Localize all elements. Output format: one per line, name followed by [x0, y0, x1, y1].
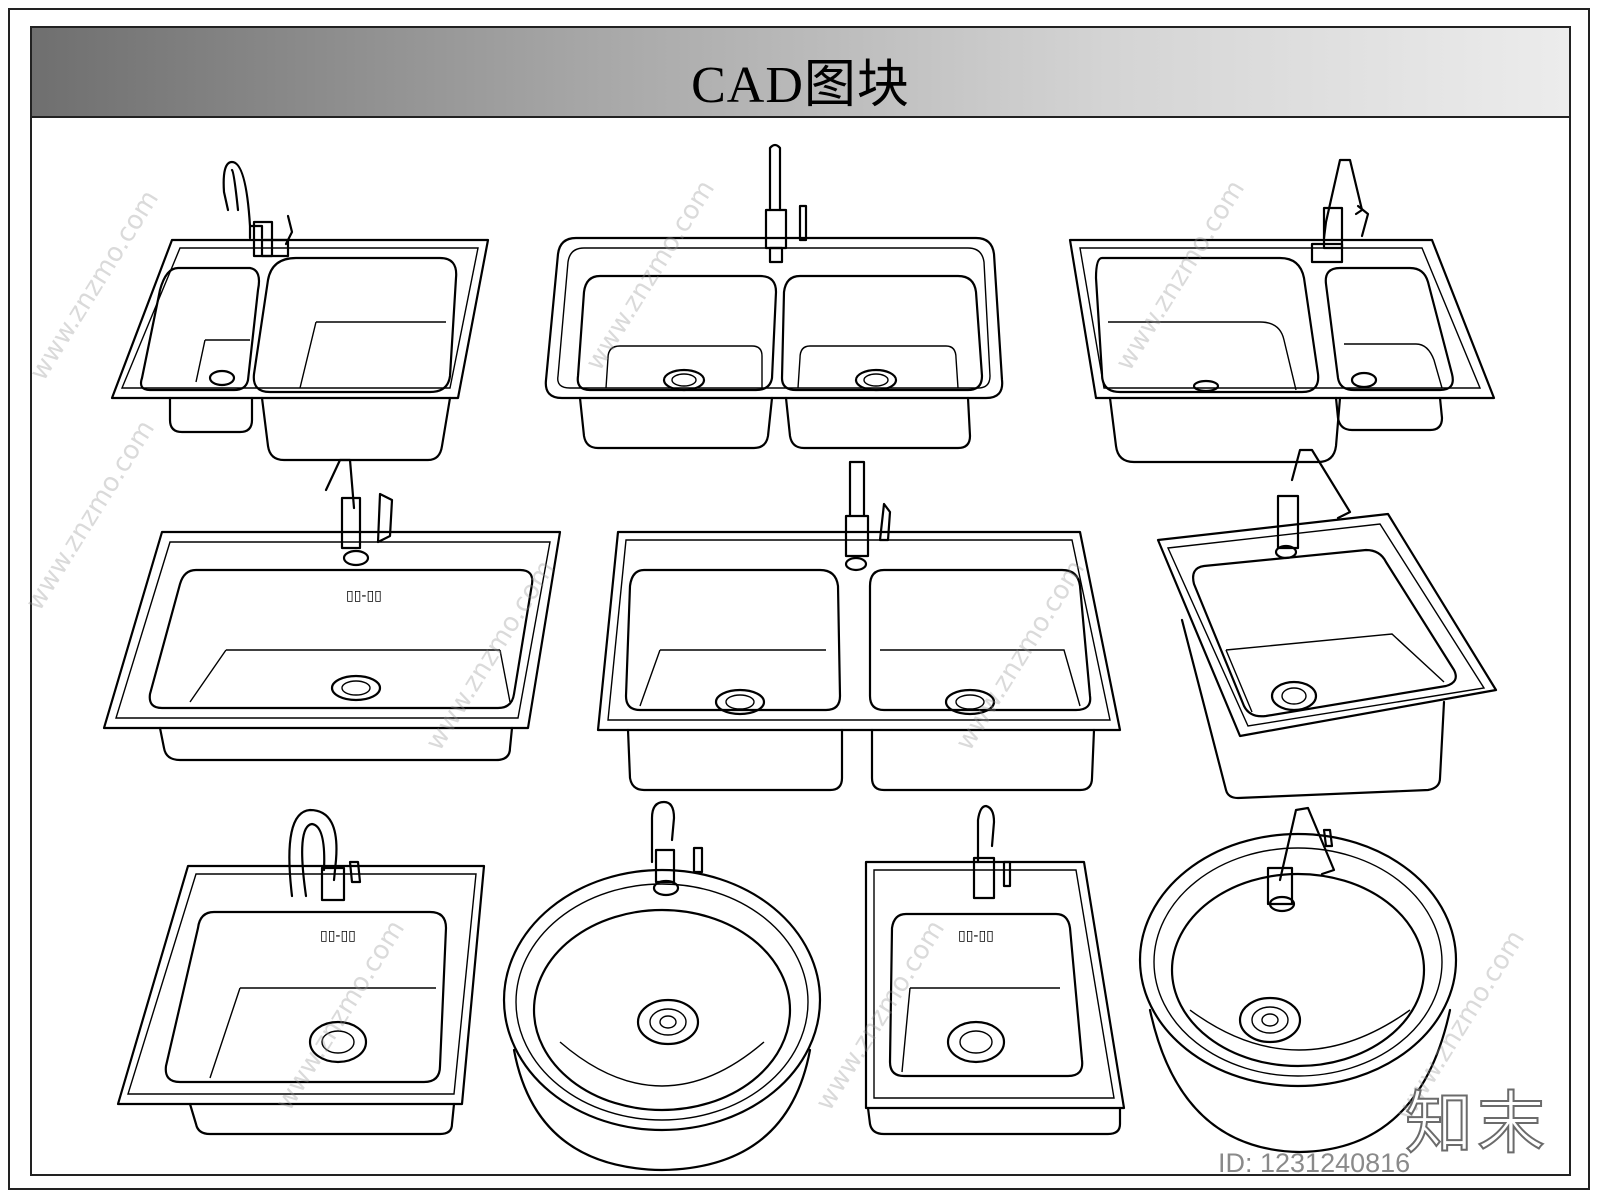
drawing-frame-inner: [30, 26, 1571, 1176]
sink-3-double-unequal-mirrored: [1068, 158, 1496, 464]
svg-text:▯▯-▯▯: ▯▯-▯▯: [958, 928, 994, 944]
svg-text:▯▯-▯▯: ▯▯-▯▯: [320, 928, 356, 944]
sink-7-single-square: ▯▯-▯▯: [116, 808, 486, 1136]
brand-logo-mark: 知末: [1404, 1084, 1550, 1165]
sink-4-single-large: ▯▯-▯▯: [102, 458, 562, 762]
page-title: CAD图块: [691, 57, 910, 114]
drawing-frame-outer: [8, 8, 1590, 1190]
sink-1-double-unequal: [110, 160, 490, 462]
sink-10-round-tilted: [1138, 806, 1458, 1154]
sink-8-round: [502, 800, 822, 1172]
sink-5-double-rect: [596, 460, 1122, 792]
sink-2-double-equal: [544, 143, 1004, 450]
sink-9-single-small: ▯▯-▯▯: [864, 804, 1126, 1136]
sink-6-single-tilted: [1156, 448, 1498, 800]
image-id-label: ID: 1231240816: [1218, 1148, 1411, 1178]
svg-text:▯▯-▯▯: ▯▯-▯▯: [346, 588, 382, 604]
title-bar: CAD图块: [32, 28, 1569, 118]
